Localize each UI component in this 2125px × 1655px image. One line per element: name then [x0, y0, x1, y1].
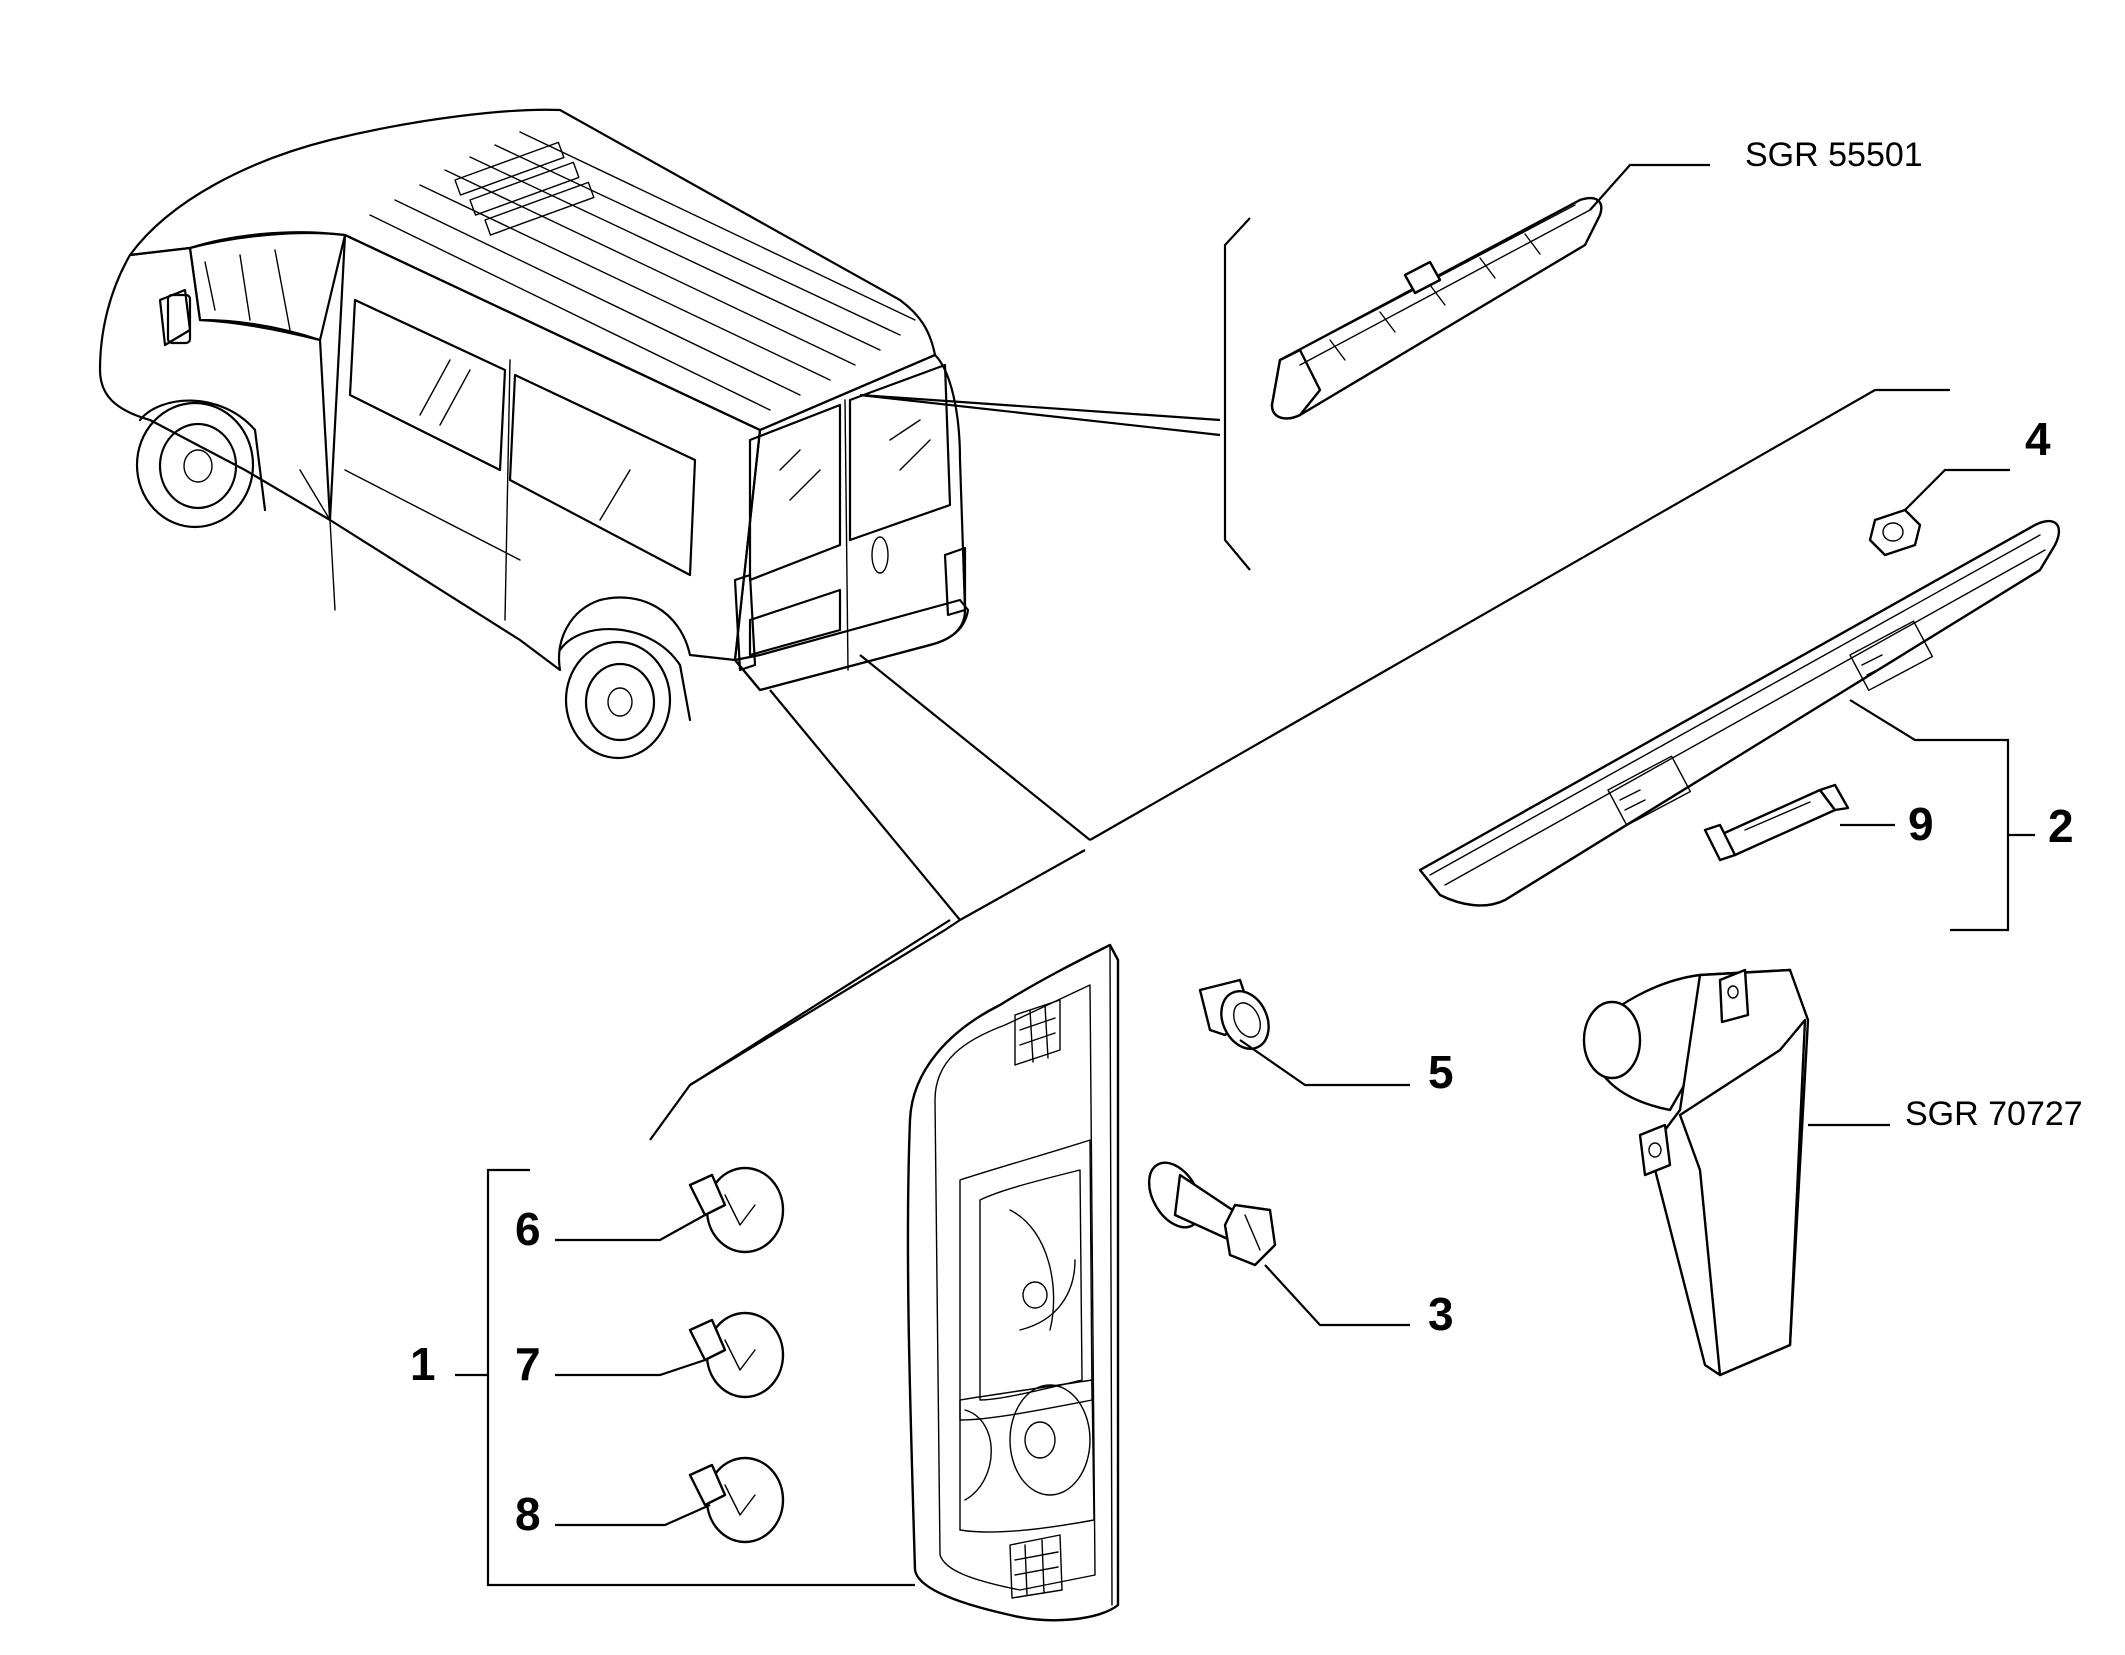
leader-4	[1904, 468, 2010, 511]
callout-1: 1	[410, 1338, 436, 1390]
third-brake-light	[1270, 196, 1603, 420]
rear-lamp-cluster	[906, 943, 1120, 1622]
license-plate-light-bar	[1418, 519, 2061, 907]
callout-9: 9	[1908, 798, 1934, 850]
leader-sgr-55501	[1589, 163, 1710, 211]
festoon-bulb	[1703, 783, 1850, 862]
bulb-7	[688, 1311, 785, 1399]
leader-3	[1264, 1264, 1410, 1327]
side-lamp-assembly	[1582, 968, 1810, 1377]
bulb-6	[688, 1166, 785, 1254]
callout-8: 8	[515, 1488, 541, 1540]
reference-sgr-55501: SGR 55501	[1745, 136, 1923, 174]
callout-4: 4	[2025, 413, 2051, 465]
callout-7: 7	[515, 1338, 541, 1390]
van-leader-lines	[649, 217, 1950, 1141]
bracket-1	[486, 1168, 915, 1587]
callout-6: 6	[515, 1203, 541, 1255]
callout-3: 3	[1428, 1288, 1454, 1340]
bulb-holder	[1147, 1161, 1277, 1267]
bulb-8	[688, 1456, 785, 1544]
callout-2: 2	[2048, 800, 2074, 852]
van-illustration	[98, 108, 970, 760]
leader-5	[1239, 1039, 1410, 1087]
bracket-2	[1849, 699, 2010, 932]
leader-8	[555, 1503, 711, 1527]
nut-part	[1868, 508, 1922, 557]
reference-sgr-70727: SGR 70727	[1905, 1095, 2083, 1133]
callout-5: 5	[1428, 1046, 1454, 1098]
leader-7	[555, 1358, 706, 1377]
clip-part	[1198, 978, 1270, 1050]
leader-6	[555, 1214, 706, 1242]
